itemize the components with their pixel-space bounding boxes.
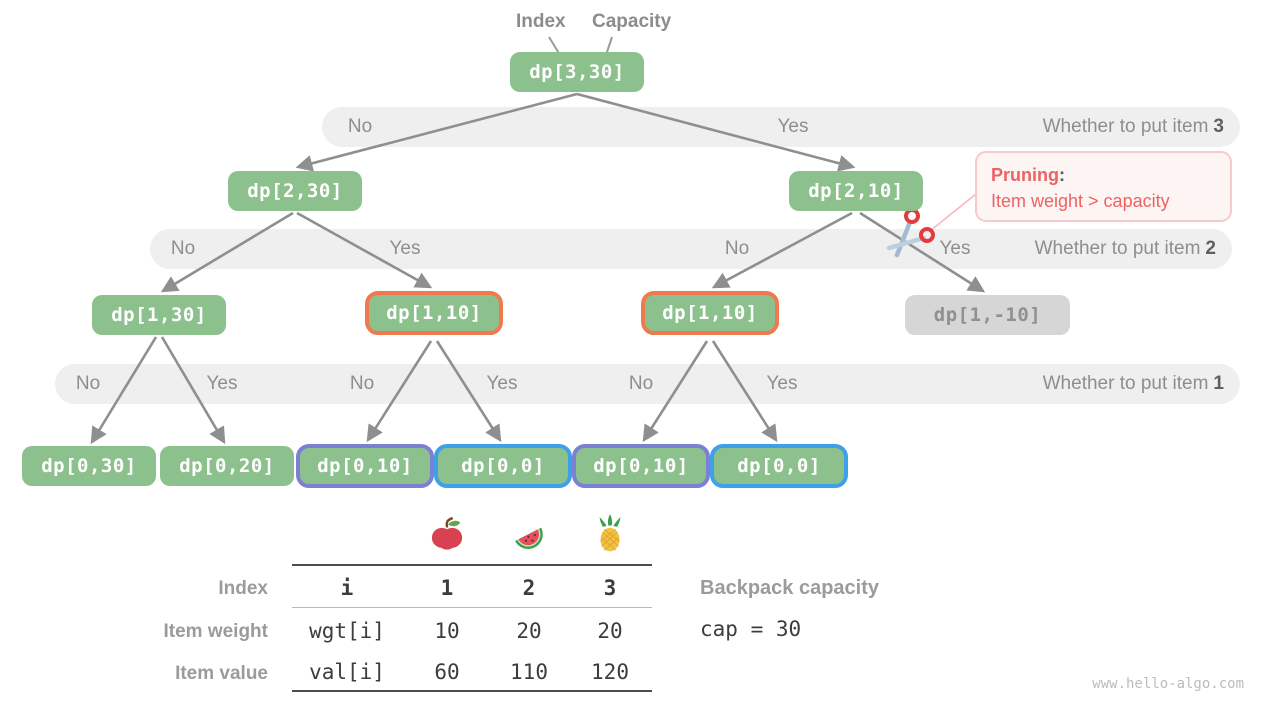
pruning-connector-line bbox=[929, 193, 977, 232]
branch-label-no: No bbox=[347, 116, 373, 137]
table-rowheader-index: Index bbox=[218, 578, 268, 599]
branch-label-no: No bbox=[628, 373, 654, 394]
band-item-number: 3 bbox=[1213, 116, 1224, 137]
backpack-capacity-label: Backpack capacity bbox=[700, 577, 880, 599]
table-cell-index-1: 1 bbox=[440, 576, 454, 600]
capacity-pointer-label: Capacity bbox=[592, 11, 672, 32]
table-cell-weight-3: 20 bbox=[597, 619, 623, 643]
pruning-title: Pruning: bbox=[991, 165, 1065, 185]
decision-band-item-1: No Yes No Yes No Yes Whether to put item… bbox=[55, 364, 1240, 404]
table-cell-index-2: 2 bbox=[522, 576, 536, 600]
table-cell-weight-1: 10 bbox=[434, 619, 460, 643]
branch-label-yes: Yes bbox=[389, 238, 421, 259]
apple-icon bbox=[431, 517, 463, 550]
table-cell-i: i bbox=[340, 576, 354, 600]
branch-label-no: No bbox=[349, 373, 375, 394]
dp-node-1-10-overlap: dp[1,10] bbox=[641, 291, 779, 335]
table-cell-value-3: 120 bbox=[591, 660, 629, 684]
pineapple-icon bbox=[599, 514, 621, 552]
dp-node-1-neg10-pruned: dp[1,-10] bbox=[905, 295, 1070, 335]
branch-label-yes: Yes bbox=[939, 238, 971, 259]
table-rule-middle bbox=[292, 607, 652, 608]
branch-label-no: No bbox=[75, 373, 101, 394]
dp-node-0-30: dp[0,30] bbox=[22, 446, 156, 486]
index-pointer-label: Index bbox=[516, 11, 566, 32]
branch-label-yes: Yes bbox=[206, 373, 238, 394]
table-cell-wgt: wgt[i] bbox=[309, 619, 385, 643]
dp-node-0-0: dp[0,0] bbox=[710, 444, 848, 488]
dp-node-0-0: dp[0,0] bbox=[434, 444, 572, 488]
dp-node-1-10-overlap: dp[1,10] bbox=[365, 291, 503, 335]
pruning-description: Item weight > capacity bbox=[991, 191, 1170, 211]
dp-node-0-10: dp[0,10] bbox=[296, 444, 434, 488]
pruning-callout: Pruning: Item weight > capacity bbox=[975, 151, 1232, 222]
table-cell-value-1: 60 bbox=[434, 660, 460, 684]
dp-node-3-30: dp[3,30] bbox=[510, 52, 644, 92]
table-cell-value-2: 110 bbox=[510, 660, 548, 684]
dp-node-2-30: dp[2,30] bbox=[228, 171, 362, 211]
branch-label-yes: Yes bbox=[486, 373, 518, 394]
watermelon-icon bbox=[515, 527, 543, 549]
dp-node-0-20: dp[0,20] bbox=[160, 446, 294, 486]
band-item-number: 1 bbox=[1213, 373, 1224, 394]
table-cell-weight-2: 20 bbox=[516, 619, 542, 643]
dp-node-0-10: dp[0,10] bbox=[572, 444, 710, 488]
table-cell-index-3: 3 bbox=[603, 576, 617, 600]
branch-label-no: No bbox=[724, 238, 750, 259]
band-item-number: 2 bbox=[1205, 238, 1216, 259]
backpack-capacity-value: cap = 30 bbox=[700, 617, 802, 641]
table-cell-val: val[i] bbox=[309, 660, 385, 684]
watermark: www.hello-algo.com bbox=[1092, 676, 1244, 692]
table-rule-top bbox=[292, 564, 652, 566]
table-rowheader-value: Item value bbox=[175, 663, 268, 684]
table-rule-bottom bbox=[292, 690, 652, 692]
branch-label-yes: Yes bbox=[766, 373, 798, 394]
branch-label-no: No bbox=[170, 238, 196, 259]
dp-node-1-30: dp[1,30] bbox=[92, 295, 226, 335]
table-rowheader-weight: Item weight bbox=[163, 621, 268, 642]
dp-node-2-10: dp[2,10] bbox=[789, 171, 923, 211]
branch-label-yes: Yes bbox=[777, 116, 809, 137]
